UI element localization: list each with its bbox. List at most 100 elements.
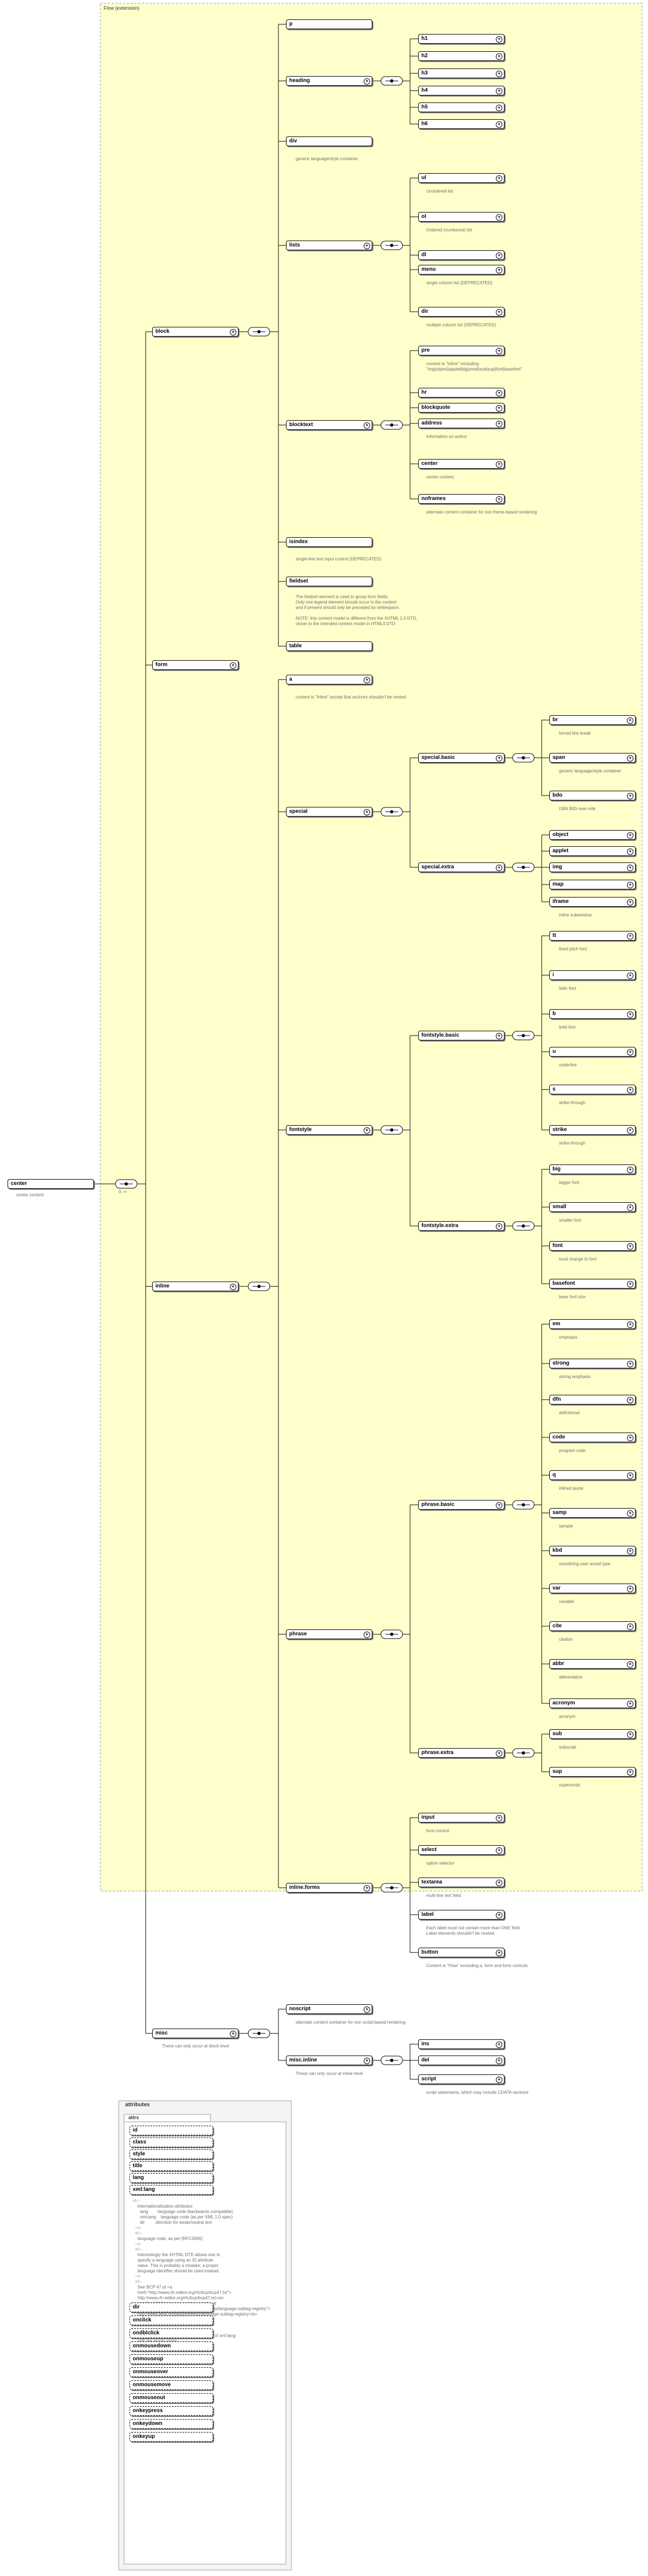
expand-icon[interactable]: + (627, 793, 633, 799)
expand-icon[interactable]: + (627, 865, 633, 871)
element-attr-onmouseover[interactable]: onmouseover (129, 2367, 213, 2377)
element-attr-onkeyup[interactable]: onkeyup (129, 2432, 213, 2442)
element-ol[interactable]: ol+ (418, 212, 504, 222)
element-u[interactable]: u+ (549, 1047, 636, 1057)
element-fieldset[interactable]: fieldset (286, 577, 372, 586)
element-basefont[interactable]: basefont+ (549, 1279, 636, 1289)
element-script[interactable]: script+ (418, 2074, 504, 2084)
expand-icon[interactable]: + (496, 1847, 502, 1854)
expand-icon[interactable]: + (364, 1632, 370, 1638)
element-hr[interactable]: hr+ (418, 388, 504, 398)
element-blockquote[interactable]: blockquote+ (418, 403, 504, 413)
element-p[interactable]: p (286, 19, 372, 29)
element-abbr[interactable]: abbr+ (549, 1659, 636, 1669)
expand-icon[interactable]: + (364, 2006, 370, 2013)
expand-icon[interactable]: + (627, 1087, 633, 1093)
expand-icon[interactable]: + (496, 461, 502, 468)
element-special-extra[interactable]: special.extra+ (418, 862, 504, 872)
element-small[interactable]: small+ (549, 1202, 636, 1212)
expand-icon[interactable]: + (496, 71, 502, 77)
expand-icon[interactable]: + (627, 1731, 633, 1738)
expand-icon[interactable]: + (627, 972, 633, 979)
element-h5[interactable]: h5+ (418, 102, 504, 112)
expand-icon[interactable]: + (496, 53, 502, 60)
element-a[interactable]: a+ (286, 675, 372, 684)
element-div[interactable]: div (286, 136, 372, 146)
expand-icon[interactable]: + (496, 2077, 502, 2083)
expand-icon[interactable]: + (627, 1243, 633, 1250)
expand-icon[interactable]: + (627, 1204, 633, 1211)
expand-icon[interactable]: + (230, 329, 236, 335)
element-strike[interactable]: strike+ (549, 1125, 636, 1135)
expand-icon[interactable]: + (496, 1880, 502, 1886)
element-attr-onmouseup[interactable]: onmouseup (129, 2354, 213, 2364)
element-tt[interactable]: tt+ (549, 931, 636, 941)
expand-icon[interactable]: + (496, 1033, 502, 1039)
element-h4[interactable]: h4+ (418, 86, 504, 95)
expand-icon[interactable]: + (496, 390, 502, 396)
element-b[interactable]: b+ (549, 1009, 636, 1019)
expand-icon[interactable]: + (364, 243, 370, 249)
element-misc[interactable]: misc+ (152, 2029, 238, 2038)
element-blocktext[interactable]: blocktext+ (286, 420, 372, 430)
element-lists[interactable]: lists+ (286, 241, 372, 250)
element-attr-xml-lang[interactable]: xml:lang (129, 2185, 213, 2195)
element-label[interactable]: label+ (418, 1910, 504, 1920)
element-dl[interactable]: dl+ (418, 250, 504, 260)
expand-icon[interactable]: + (496, 421, 502, 427)
expand-icon[interactable]: + (627, 1435, 633, 1441)
element-cite[interactable]: cite+ (549, 1621, 636, 1631)
element-heading[interactable]: heading+ (286, 76, 372, 86)
expand-icon[interactable]: + (627, 1623, 633, 1630)
element-phrase[interactable]: phrase+ (286, 1629, 372, 1639)
element-attr-lang[interactable]: lang (129, 2173, 213, 2183)
element-font[interactable]: font+ (549, 1241, 636, 1251)
element-pre[interactable]: pre+ (418, 346, 504, 355)
expand-icon[interactable]: + (364, 422, 370, 429)
expand-icon[interactable]: + (627, 1769, 633, 1776)
expand-icon[interactable]: + (627, 933, 633, 940)
expand-icon[interactable]: + (496, 36, 502, 43)
element-input[interactable]: input+ (418, 1813, 504, 1823)
element-misc-inline[interactable]: misc.inline+ (286, 2056, 372, 2065)
element-applet[interactable]: applet+ (549, 846, 636, 856)
expand-icon[interactable]: + (627, 755, 633, 762)
element-i[interactable]: i+ (549, 970, 636, 980)
element-sup[interactable]: sup+ (549, 1767, 636, 1777)
element-h6[interactable]: h6+ (418, 119, 504, 129)
expand-icon[interactable]: + (496, 309, 502, 316)
expand-icon[interactable]: + (496, 1502, 502, 1509)
element-attr-ondblclick[interactable]: ondblclick (129, 2328, 213, 2338)
element-ul[interactable]: ul+ (418, 173, 504, 183)
expand-icon[interactable]: + (627, 1011, 633, 1018)
expand-icon[interactable]: + (496, 252, 502, 259)
element-form[interactable]: form+ (152, 660, 238, 670)
element-samp[interactable]: samp+ (549, 1508, 636, 1518)
expand-icon[interactable]: + (496, 1950, 502, 1956)
element-img[interactable]: img+ (549, 862, 636, 872)
expand-icon[interactable]: + (496, 88, 502, 94)
expand-icon[interactable]: + (627, 1586, 633, 1592)
element-attr-title[interactable]: title (129, 2161, 213, 2171)
element-br[interactable]: br+ (549, 715, 636, 725)
element-h1[interactable]: h1+ (418, 34, 504, 44)
element-select[interactable]: select+ (418, 1845, 504, 1855)
expand-icon[interactable]: + (627, 882, 633, 888)
element-inline[interactable]: inline+ (152, 1282, 238, 1291)
element-ins[interactable]: ins+ (418, 2039, 504, 2049)
element-noframes[interactable]: noframes+ (418, 494, 504, 504)
expand-icon[interactable]: + (496, 1912, 502, 1919)
expand-icon[interactable]: + (627, 1049, 633, 1056)
element-fontstyle-basic[interactable]: fontstyle.basic+ (418, 1031, 504, 1040)
element-special[interactable]: special+ (286, 807, 372, 817)
element-code[interactable]: code+ (549, 1433, 636, 1442)
element-special-basic[interactable]: special.basic+ (418, 753, 504, 763)
element-var[interactable]: var+ (549, 1584, 636, 1593)
expand-icon[interactable]: + (364, 78, 370, 85)
element-attr-onmouseout[interactable]: onmouseout (129, 2393, 213, 2403)
element-attr-onmousedown[interactable]: onmousedown (129, 2341, 213, 2351)
element-strong[interactable]: strong+ (549, 1359, 636, 1368)
element-isindex[interactable]: isindex (286, 537, 372, 547)
element-acronym[interactable]: acronym+ (549, 1698, 636, 1708)
expand-icon[interactable]: + (627, 1361, 633, 1367)
